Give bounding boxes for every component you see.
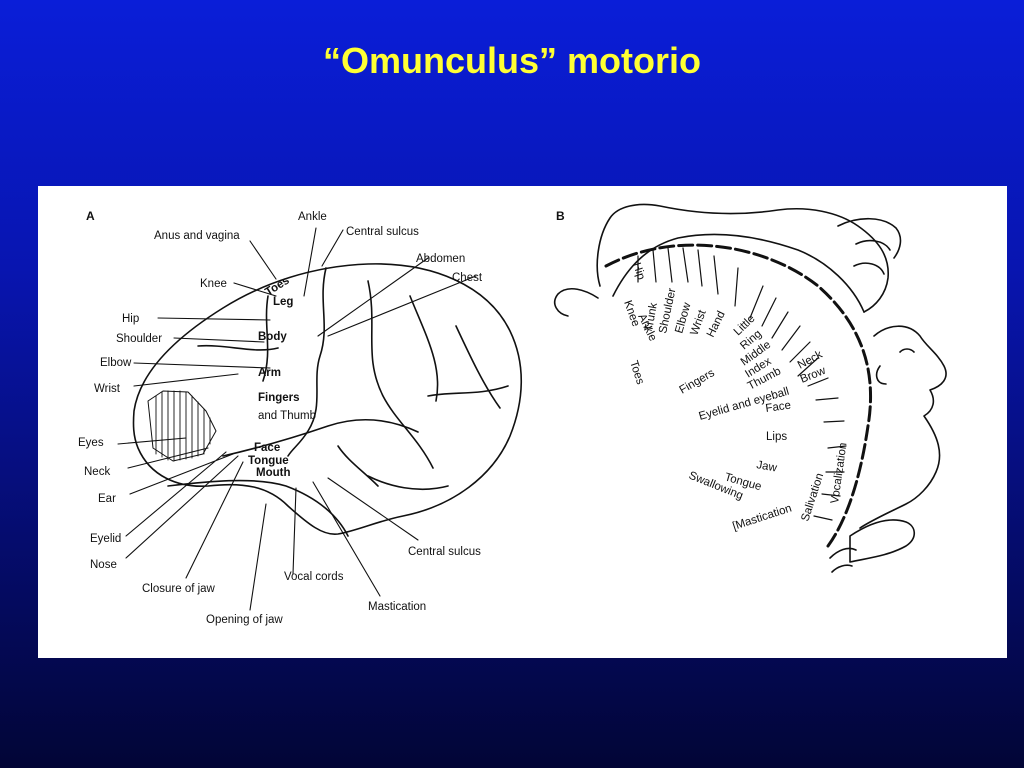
face-area-outline xyxy=(147,390,217,462)
label-b-lips: Lips xyxy=(766,431,787,443)
sulcus-2 xyxy=(409,295,439,402)
label-ear: Ear xyxy=(98,493,116,505)
label-mouth: Mouth xyxy=(256,467,290,479)
brain-outline xyxy=(132,263,523,535)
homunculus-foot xyxy=(837,217,902,275)
homunculus-leg-under xyxy=(612,233,865,313)
label-b-hand: Hand xyxy=(705,309,728,339)
label-shoulder: Shoulder xyxy=(116,333,162,345)
homunculus-toe-hanging xyxy=(553,287,599,317)
temporal-lobe-edge xyxy=(167,479,349,537)
homunculus-eye xyxy=(899,348,915,353)
label-and-thumb: and Thumb xyxy=(258,410,316,422)
label-leg: Leg xyxy=(273,296,293,308)
label-face: Face xyxy=(254,442,280,454)
label-eyes: Eyes xyxy=(78,437,104,449)
homunculus-leg xyxy=(596,203,889,313)
label-wrist: Wrist xyxy=(94,383,121,395)
label-b-mastication: [Mastication xyxy=(731,502,793,532)
sulcus-5 xyxy=(262,295,269,382)
leader-lines-a xyxy=(117,227,477,611)
cortex-arc xyxy=(604,243,873,548)
label-abdomen: Abdomen xyxy=(416,253,465,265)
homunculus-ear xyxy=(875,365,887,385)
label-b-trunk-v: Trunk xyxy=(643,302,660,333)
label-chest: Chest xyxy=(452,272,483,284)
label-neck: Neck xyxy=(84,466,110,478)
label-b-toes: Toes xyxy=(627,359,646,386)
label-closure-jaw: Closure of jaw xyxy=(142,583,216,595)
face-area-hatch xyxy=(155,390,211,462)
label-central-sulcus-top: Central sulcus xyxy=(346,226,419,238)
label-b-vocalization: Vocalization xyxy=(829,442,849,504)
label-nose: Nose xyxy=(90,559,117,571)
label-elbow: Elbow xyxy=(100,357,132,369)
central-sulcus-line xyxy=(287,267,327,457)
cortex-ticks xyxy=(637,247,847,521)
label-arm: Arm xyxy=(258,367,281,379)
label-ankle: Ankle xyxy=(298,211,327,223)
panel-a-letter: A xyxy=(86,209,95,223)
label-b-hip: Hip xyxy=(630,261,647,281)
homunculus-throat xyxy=(829,547,857,573)
sulcus-8 xyxy=(337,445,379,487)
sulcus-6 xyxy=(197,344,279,351)
label-knee: Knee xyxy=(200,278,227,290)
panel-b-letter: B xyxy=(556,209,565,223)
sulcus-4 xyxy=(427,385,509,397)
label-tongue: Tongue xyxy=(248,455,289,467)
label-opening-jaw: Opening of jaw xyxy=(206,614,283,626)
label-central-sulcus-bottom: Central sulcus xyxy=(408,546,481,558)
label-fingers: Fingers xyxy=(258,392,300,404)
label-hip: Hip xyxy=(122,313,139,325)
label-vocal-cords: Vocal cords xyxy=(284,571,344,583)
label-mastication: Mastication xyxy=(368,601,426,613)
homunculus-face xyxy=(859,325,947,529)
label-b-face: Face xyxy=(765,400,792,415)
homunculus-diagram: A Ankle Central sulcus Anus and vagina A… xyxy=(78,203,947,626)
label-b-fingers: Fingers xyxy=(678,367,717,397)
homunculus-tongue xyxy=(849,519,916,563)
label-toes: Toes xyxy=(263,275,291,299)
homunculus-figure: A Ankle Central sulcus Anus and vagina A… xyxy=(38,186,1007,658)
lateral-sulcus-line xyxy=(222,418,419,457)
label-b-jaw: Jaw xyxy=(755,459,778,474)
slide-title: “Omunculus” motorio xyxy=(323,40,701,81)
label-body: Body xyxy=(258,331,287,343)
sulcus-3 xyxy=(455,325,501,409)
label-anus-vagina: Anus and vagina xyxy=(154,230,240,242)
label-b-salivation: Salivation xyxy=(799,472,826,523)
sulcus-7 xyxy=(367,475,449,491)
label-eyelid: Eyelid xyxy=(90,533,121,545)
sulcus-1 xyxy=(367,280,434,469)
